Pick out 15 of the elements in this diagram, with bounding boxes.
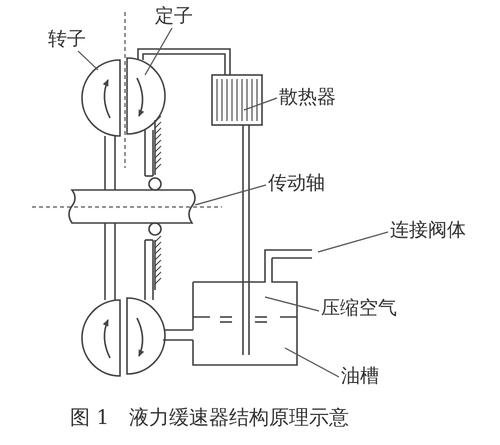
part-label: 散热器 bbox=[279, 86, 336, 108]
part-label: 传动轴 bbox=[268, 172, 325, 194]
part-label: 压缩空气 bbox=[321, 297, 397, 319]
part-label: 定子 bbox=[155, 5, 193, 27]
part-label: 油槽 bbox=[341, 365, 379, 387]
leader-line bbox=[284, 347, 340, 378]
leader-line bbox=[318, 231, 388, 253]
leader-line bbox=[144, 28, 173, 76]
leader-line bbox=[264, 296, 320, 312]
leader-line bbox=[194, 184, 266, 206]
figure-caption: 图 1 液力缓速器结构原理示意 bbox=[70, 405, 350, 429]
part-label: 转子 bbox=[48, 28, 86, 50]
leader-line bbox=[78, 50, 98, 70]
part-label: 连接阀体 bbox=[390, 219, 466, 241]
leader-line bbox=[244, 97, 278, 111]
